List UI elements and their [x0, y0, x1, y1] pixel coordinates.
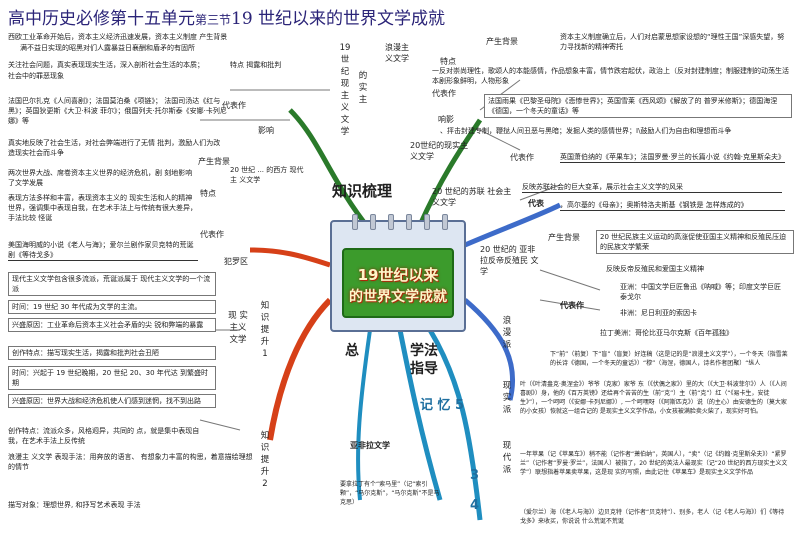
intro-line-2: 满不益日实现的昭黑对们人露暴益日襄酬和盾矛的有固所: [20, 44, 195, 52]
asia-rep-africa: 非洲：尼日利亚的索因卡: [620, 309, 697, 317]
intro-line-1: 西欧工业革命开始后，资本主义经济迅速发展，资本主义制度 产生背景: [8, 33, 228, 41]
soviet-desc: 反映苏联社会的巨大变革，展示社会主义文学的风采: [522, 182, 782, 193]
note-modern-feat: 创作特点：流派众多，风格迥异，共同的 点，就是集中表现自我，在艺术手法上反传统: [8, 427, 200, 445]
thin-right-5: [539, 299, 601, 311]
realism-influence: 真实地反映了社会生活，对社会弊端进行了无情 批判，激励人们为改造现实社会而斗争: [8, 139, 221, 157]
soviet-rep: ，高尔基的《母亲》；奥斯特洛夫斯基《钢铁是 怎样炼成的》: [560, 200, 785, 211]
side-memory: 记 忆 5: [420, 398, 465, 413]
asia-bg-label: 产生背景: [548, 233, 580, 242]
realism-influence-label: 影响: [258, 126, 274, 135]
thin-right-4: [539, 269, 601, 291]
branch-bottom-2: [427, 328, 483, 521]
center-title-line-2: 的世界文学成就: [349, 289, 447, 305]
romantic-bg-label: 产生背景: [486, 37, 518, 46]
center-title-card: 19世纪以来 的世界文学成就: [330, 214, 466, 332]
realism-bg-line: 关注社会问题，真实表现现实生活，深入剖析社会生活的本质；: [8, 61, 204, 69]
thin-right-2: [479, 129, 521, 151]
branch-bottom-3: [356, 329, 372, 501]
card-ring-5: [424, 214, 430, 230]
asia-rep-asia: 亚洲：中国文学巨匠鲁迅《呐喊》等；印度文学巨匠泰戈尔: [620, 283, 781, 301]
num-3: 3: [470, 468, 480, 483]
branch-right-up: [464, 202, 562, 248]
romantic-feat-label: 特点: [440, 57, 456, 66]
note-war-crisis: 兴盛原因：世界大战和经济危机使人们感到迷惘，找不到出路: [8, 394, 216, 408]
hub-method-2: 指导: [410, 361, 438, 377]
page-title: 高中历史必修第十五单元第三节19 世纪以来的世界文学成就: [8, 4, 445, 29]
side-romantic: 浪漫派: [502, 316, 512, 350]
title-main: 高中历史必修第十五单元: [8, 9, 195, 29]
asia-bg: 20 世纪民族主义运动的高涨促使亚国主义精神和反殖民压迫的民族文学繁荣: [596, 230, 794, 254]
modern-bg: 两次世界大战、席卷资本主义世界的经济危机，剧 刻地影响了文学发展: [8, 169, 193, 187]
side-realism: 现 实 主义 文学: [228, 311, 248, 345]
soviet-label: 20 世纪的苏联 社会主义文学: [432, 187, 512, 207]
latin-box-detail: 要拿拉丁有个“索马里”（记“索引颗”，“马尔克斯”，“马尔克斯”不是马克思）: [340, 481, 440, 506]
branch-left-up: [249, 247, 331, 268]
side-modernist: 现 代 派: [502, 441, 512, 475]
branch-right-down: [463, 298, 516, 401]
memo-modern: 一年苹果（记《苹果车》）稍不能（记作者“萧伯纳”，英国人），“卖”（记《约翰·克…: [520, 451, 788, 476]
realism20-rep-label: 代表作: [510, 153, 534, 162]
realism20-rep: 英国萧伯纳的《苹果车》；法国罗曼·罗兰的长篇小说《约翰·克里斯朵夫》: [560, 153, 785, 163]
asia-desc: 反映反帝反殖民和爱国主义精神: [606, 265, 704, 273]
label-section: 犯罗区: [224, 257, 248, 266]
asia-label: 20 世纪的 亚非拉反帝反殖民 文学: [480, 245, 539, 276]
modernism-column: 20 世纪 ... 的西方 现代主 义文学: [230, 166, 304, 184]
modern-bg-label: 产生背景: [198, 157, 230, 166]
modern-feat-label: 特点: [200, 189, 216, 198]
card-ring-6: [442, 214, 448, 230]
num-4: 4: [470, 498, 480, 513]
romantic-label: 浪漫主义文学: [385, 43, 409, 63]
note-time-20: 时间：兴起于 19 世纪晚期，20 世纪 20、30 年代达 到繁盛时期: [8, 366, 216, 390]
title-section: 第三节: [195, 13, 232, 27]
modernism-rep-label: 代表作: [200, 230, 224, 239]
col-realism-2: 的 实 主: [358, 71, 368, 105]
romantic-rep-label: 代表作: [432, 89, 456, 98]
branch-bottom: [397, 329, 443, 501]
side-realist: 现 实 派: [502, 381, 512, 415]
note-description-object: 描写对象：理想世界, 和抒写艺术表现 手法: [8, 501, 141, 509]
note-modernism: 现代主义文学包含很多流派，荒诞派属于 现代主义文学的一个流派: [8, 272, 216, 296]
realism20-label: 20世纪的现实主义文学: [410, 141, 469, 161]
memo-last: （爱尔兰）海（《老人与海》）边贝克特（记作者“贝克特”）、别多，老人（记《老人与…: [520, 509, 785, 525]
romantic-rep-works: 法国雨果《巴黎圣母院》《悲惨世界》；英国雪莱《西风颂》《解放了的 普罗米修斯》；…: [484, 94, 792, 118]
realism-features: 特点 揭露和批判: [230, 61, 282, 69]
romantic-bg: 资本主义制度确立后，人们对启蒙思想家设想的“理性王国”深感失望，努力寻找新的精神…: [560, 33, 785, 51]
romantic-influence-label: 响影: [438, 115, 454, 124]
card-ring-3: [388, 214, 394, 230]
hub-summary: 总: [345, 343, 359, 359]
romantic-features: 一反对崇尚理性，歌颂人的本能感情，作品想象丰富，情节跌宕起伏，政治上（反对封建制…: [432, 67, 789, 85]
modern-features: 表现方法多样和丰富，表现资本主义的 现实生活和人的精神世界，强调集中表现自我，在…: [8, 194, 197, 222]
realism-rep-works: 法国巴尔扎克《人间喜剧》；法国莫泊桑《项链》； 法国司汤达《红与黑》；英国狄更斯…: [8, 97, 227, 125]
side-knowledge-2: 知识提升 2: [260, 431, 270, 489]
thin-left-4: [199, 419, 241, 431]
realism-rep-label: 代表作: [222, 101, 246, 110]
note-romantic-method: 浪漫主 义文学 表现手法：用奔放的语言、 有想象力丰富的构思，着意描绘理想的情节: [8, 453, 253, 471]
romantic-influence: 、抨击封建专制，鞭挞人间丑恶与黑暗；发掘人类的感情世界；I\鼓励人们为自由和理想…: [440, 127, 732, 135]
title-topic: 19 世纪以来的世界文学成就: [231, 9, 446, 29]
card-ring-1: [352, 214, 358, 230]
note-time-19: 时间：19 世纪 30 年代成为文学的主流。: [8, 300, 216, 314]
modernism-rep-works: 美国海明威的小说《老人与海》；爱尔兰剧作家贝克特的荒诞剧《等待戈多》: [8, 240, 198, 261]
card-ring-2: [370, 214, 376, 230]
soviet-rep-label: 代表: [528, 199, 544, 208]
center-title-line-1: 19世纪以来: [357, 266, 439, 284]
card-green-panel: [342, 248, 454, 318]
hub-method-1: 学法: [410, 343, 438, 359]
note-creation: 创作特点：描写现实生活，揭露和批判社会丑陋: [8, 346, 216, 360]
branch-top-left: [288, 108, 372, 232]
realism-bg-line-2: 社会中的罪恶现象: [8, 72, 64, 80]
memo-romantic: 下“前”（前复）下“盲”（盲复）好连稿（这是记的是“浪漫主义文学”），一个冬天（…: [550, 351, 788, 367]
branch-top-right: [417, 118, 483, 227]
memo-realism: 叶（《叶清盎克·奥涅金》）爷爷（克家）家爷 东（《伏偶之家》）里的大（《大卫·科…: [520, 381, 787, 415]
latin-box: 亚非拉文学: [350, 441, 390, 450]
note-rise-reason: 兴盛原因：工业革命后资本主义社会矛盾的尖 锐和弊端的暴露: [8, 318, 216, 332]
side-knowledge-1: 知识提升 1: [260, 301, 270, 359]
card-ring-4: [406, 214, 412, 230]
hub-knowledge: 知识梳理: [332, 182, 393, 200]
branch-left-down: [267, 297, 333, 441]
asia-rep-latin: 拉丁美洲：哥伦比亚马尔克斯《百年孤独》: [600, 329, 733, 337]
asia-rep-label: 代表作: [560, 301, 584, 310]
